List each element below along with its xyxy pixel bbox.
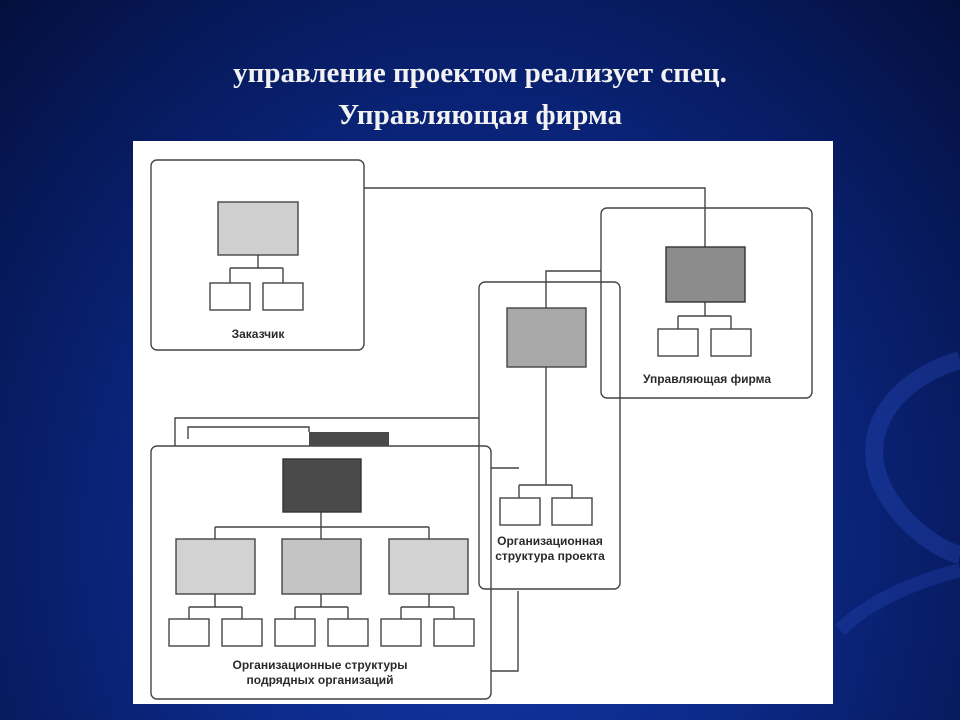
contractor-1-box: [175, 538, 256, 595]
slide-title: управление проектом реализует спец. Упра…: [0, 52, 960, 136]
contractor-link-bar: [309, 432, 389, 446]
management-firm-head-box: [665, 246, 746, 303]
slide-title-line-2: Управляющая фирма: [337, 99, 623, 131]
management-firm-frame: [600, 207, 813, 399]
project-head-box: [506, 307, 587, 368]
customer-head-box: [217, 201, 299, 256]
project-org-label: Организационная структура проекта: [495, 534, 605, 563]
org-diagram: Заказчик Управляющая фирма Организационн…: [133, 141, 833, 704]
contractor-2-box: [281, 538, 362, 595]
contractors-label: Организационные структуры подрядных орга…: [232, 658, 408, 687]
decorative-swoosh: [835, 351, 960, 636]
management-firm-label: Управляющая фирма: [642, 372, 772, 386]
slide-title-line-1: управление проектом реализует спец.: [233, 57, 727, 89]
contractor-3-box: [388, 538, 469, 595]
project-org-frame: [478, 281, 621, 590]
customer-label: Заказчик: [231, 327, 285, 341]
contractors-head-box: [282, 458, 362, 513]
org-diagram-graphic: [150, 159, 813, 700]
customer-frame: [150, 159, 365, 351]
